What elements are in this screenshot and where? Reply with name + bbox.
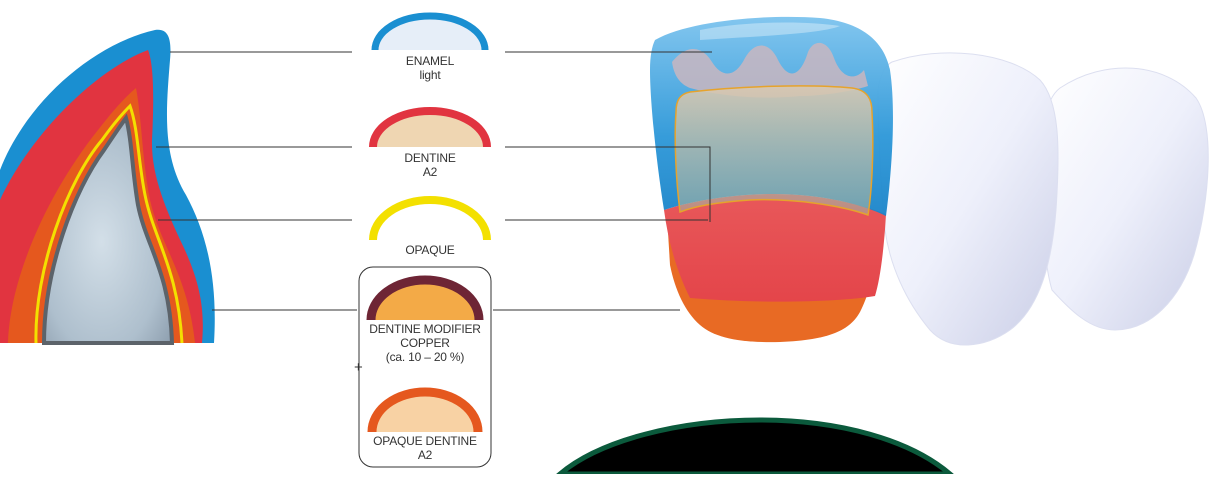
label-dentine-modifier: DENTINE MODIFIER COPPER (ca. 10 – 20 %) (340, 322, 510, 364)
front-tooth-highlight (700, 22, 840, 40)
swatch-dentine-modifier (366, 275, 484, 321)
front-tooth-dentine (664, 193, 886, 302)
label-dentine-shade: A2 (422, 165, 438, 179)
swatch-dentine (369, 107, 491, 148)
swatch-opaque-fill (373, 200, 487, 240)
label-opaque-name: OPAQUE (405, 243, 455, 257)
label-dentine: DENTINE A2 (345, 151, 515, 179)
leader-dentine-right (505, 146, 711, 222)
label-enamel-name: ENAMEL (405, 54, 455, 68)
swatch-enamel-ring (371, 12, 489, 51)
label-dentine-modifier-name: DENTINE MODIFIER (369, 322, 481, 336)
swatch-dentine-ring (369, 107, 491, 148)
front-tooth-dentine-body (674, 85, 874, 217)
back-tooth (1042, 67, 1209, 331)
swatch-enamel-fill (375, 16, 485, 50)
cross-section-core (41, 113, 175, 345)
middle-tooth (877, 52, 1059, 346)
swatch-opaque-dentine-ring (367, 387, 483, 433)
label-opaque-dentine-shade: A2 (417, 448, 433, 462)
bridge (650, 16, 1209, 346)
leader-lines (156, 51, 712, 311)
front-tooth-mamelons (672, 42, 868, 98)
swatch-opaque-dentine (367, 387, 483, 433)
label-opaque-dentine-name: OPAQUE DENTINE (373, 434, 477, 448)
label-enamel: ENAMEL light (345, 54, 515, 82)
cross-section-opaque-layer (34, 103, 184, 344)
swatch-opaque (369, 196, 491, 241)
label-enamel-shade: light (419, 68, 441, 82)
label-dentine-modifier-shade: COPPER (400, 336, 450, 350)
label-dentine-modifier-ratio: (ca. 10 – 20 %) (385, 350, 465, 364)
label-dentine-name: DENTINE (404, 151, 456, 165)
swatch-opaque-ring (369, 196, 491, 241)
swatch-dentine-modifier-ring (366, 275, 484, 321)
dark-disc (553, 417, 957, 477)
swatch-enamel (371, 12, 489, 51)
swatch-dentine-fill (373, 111, 487, 147)
cross-section (0, 29, 215, 345)
label-opaque: OPAQUE (345, 243, 515, 257)
label-opaque-dentine: OPAQUE DENTINE A2 (340, 434, 510, 462)
mix-plus-sign: + (354, 359, 363, 376)
